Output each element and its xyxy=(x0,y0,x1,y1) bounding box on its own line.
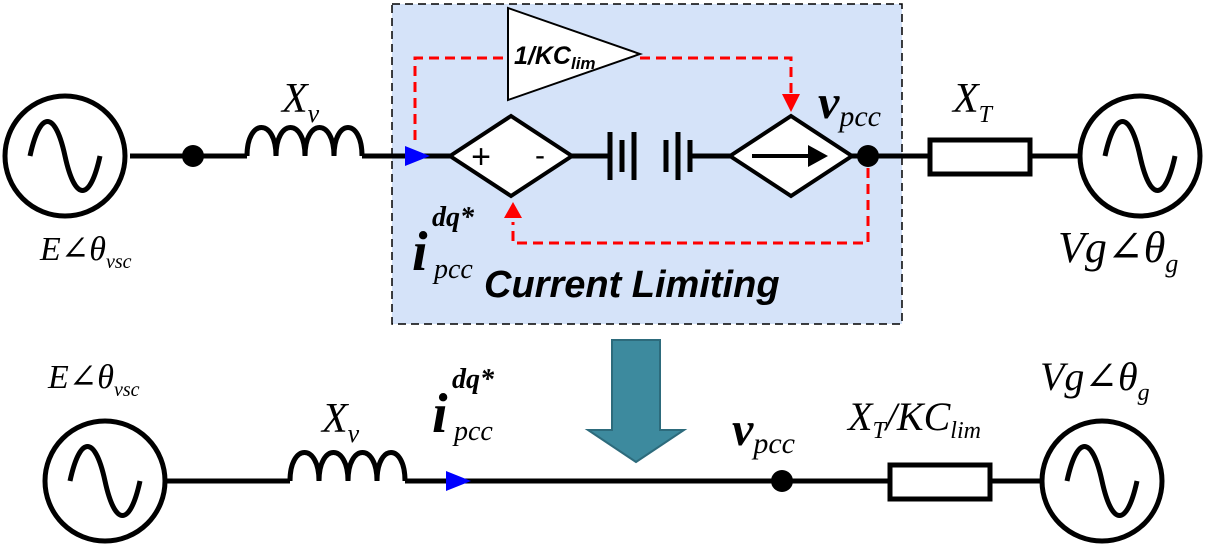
bottom-right-ac-source xyxy=(1039,418,1165,544)
bottom-current-ref-sub: pcc xyxy=(452,416,493,447)
bottom-current-ref-sup: dq* xyxy=(452,364,495,395)
battery-right-icon xyxy=(663,132,693,180)
bottom-left-ac-source xyxy=(42,418,168,544)
bottom-source-right-label: Vg∠θg xyxy=(1040,354,1150,406)
sine-wave-icon xyxy=(67,444,143,518)
top-right-ac-source xyxy=(1077,93,1203,219)
top-current-arrow-icon xyxy=(405,146,430,166)
sine-wave-icon xyxy=(1064,444,1140,518)
feedback-arrow-up-icon xyxy=(504,202,522,218)
top-current-ref-sub: pcc xyxy=(432,254,473,285)
bottom-current-ref-label: i xyxy=(432,383,448,445)
top-circuit: + - 1/KClim xyxy=(2,3,1203,325)
top-transformer-label: XT xyxy=(951,76,994,128)
bottom-inductor-xv xyxy=(287,450,408,482)
top-source-right-label: Vg∠θg xyxy=(1058,223,1178,278)
top-vpcc-label: vpcc xyxy=(818,76,881,133)
feedback-path-top xyxy=(413,56,870,245)
bottom-transformer-label: XT/KClim xyxy=(846,394,981,444)
bottom-source-left-label: E∠θvsc xyxy=(47,359,140,401)
plus-sign: + xyxy=(471,138,491,176)
current-source-arrow-icon xyxy=(808,145,828,167)
bottom-vpcc-label: vpcc xyxy=(732,403,795,460)
top-source-left-label: E∠θvsc xyxy=(39,231,132,273)
top-vpcc-node xyxy=(857,145,879,167)
sine-wave-icon xyxy=(27,119,103,193)
minus-sign: - xyxy=(535,139,545,172)
top-left-ac-source xyxy=(2,93,128,219)
sine-wave-icon xyxy=(1102,119,1178,193)
transform-arrow-icon xyxy=(584,339,688,464)
gain-block-label: 1/KClim xyxy=(514,42,596,73)
bottom-vpcc-node xyxy=(771,470,793,492)
bottom-current-arrow-icon xyxy=(446,471,471,491)
bottom-resistor-xt-kclim xyxy=(887,462,993,502)
bottom-circuit: E∠θvsc Xv i dq* pcc vpcc XT/KClim Vg∠θg xyxy=(42,354,1165,544)
top-reactance-label: Xv xyxy=(280,76,320,128)
top-current-ref-label: i xyxy=(412,221,428,283)
dependent-voltage-source xyxy=(446,113,576,199)
top-inductor-xv xyxy=(244,125,365,157)
current-limiting-title: Current Limiting xyxy=(484,264,780,306)
feedback-arrow-down-icon xyxy=(782,94,800,112)
top-resistor-xt xyxy=(927,137,1033,177)
gain-block xyxy=(507,6,644,102)
top-junction-dot xyxy=(182,145,204,167)
bottom-reactance-label: Xv xyxy=(320,396,360,448)
battery-left-icon xyxy=(607,132,637,180)
top-current-ref-sup: dq* xyxy=(432,202,475,233)
